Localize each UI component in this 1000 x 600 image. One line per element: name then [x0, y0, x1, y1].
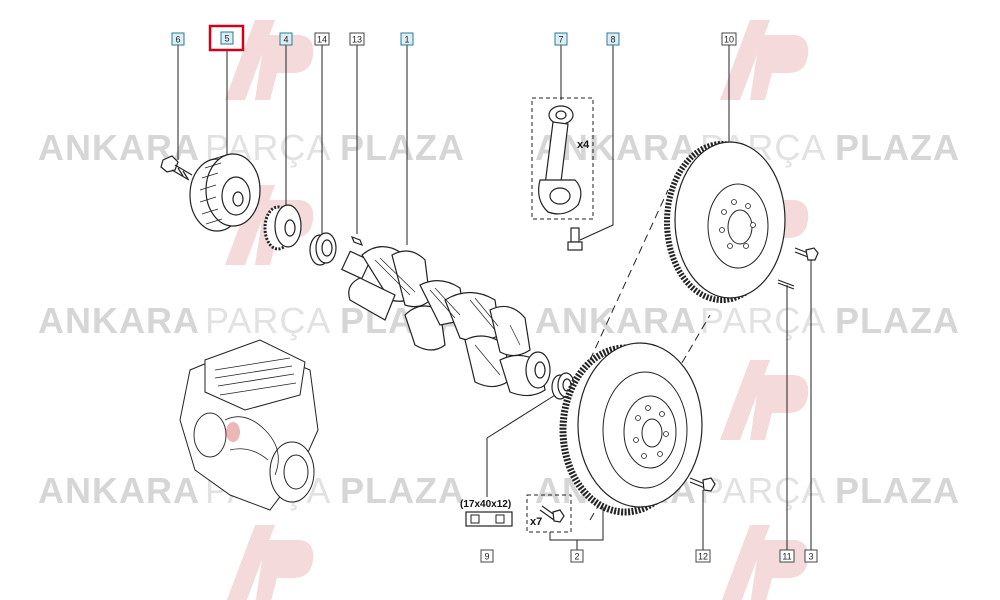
- timing-sprocket-part[interactable]: [263, 204, 302, 251]
- crankshaft-pulley-part[interactable]: [189, 153, 261, 232]
- ref-box-11[interactable]: 11: [779, 549, 795, 563]
- ref-box-2[interactable]: 2: [570, 549, 584, 563]
- ref-label-3: 3: [808, 552, 813, 562]
- ref-label-13: 13: [352, 35, 362, 45]
- ref-box-13[interactable]: 13: [349, 32, 365, 46]
- watermark-word-ankara: ANKARA: [38, 300, 200, 341]
- ref-label-11: 11: [782, 552, 791, 562]
- ref-label-10: 10: [724, 35, 734, 45]
- watermark-word-ankara: ANKARA: [535, 300, 697, 341]
- ref-label-1: 1: [404, 35, 409, 45]
- ref-label-4: 4: [283, 35, 288, 45]
- bolt-kit-icon: [539, 505, 565, 523]
- ref-box-9[interactable]: 9: [480, 549, 494, 563]
- bolts-kit-quantity: x7: [530, 516, 542, 528]
- watermark-logo-icon: [226, 525, 314, 600]
- watermark-logo-icon: [225, 20, 314, 100]
- watermark-word-plaza: PLAZA: [835, 127, 960, 168]
- assembly-dashed-line: [589, 189, 669, 361]
- watermark-logo-icon: [720, 360, 809, 440]
- ref-box-14[interactable]: 14: [314, 32, 330, 46]
- selection-highlight: [208, 24, 245, 52]
- ref-box-8[interactable]: 8: [606, 32, 620, 46]
- flywheel-bolts-kit[interactable]: x7: [526, 494, 572, 533]
- oil-seal-part[interactable]: [309, 232, 337, 266]
- watermark-logo-icon: [720, 20, 809, 100]
- ref-label-14: 14: [317, 35, 327, 45]
- ref-label-8: 8: [610, 35, 615, 45]
- ref-box-4[interactable]: 4: [279, 32, 293, 46]
- watermark-row: ANKARA PARÇA PLAZA ANKARA PARÇA PLAZA: [38, 127, 960, 168]
- ref-box-3[interactable]: 3: [804, 549, 818, 563]
- watermark-logo-icon: [721, 525, 809, 600]
- ref-box-6[interactable]: 6: [171, 32, 185, 46]
- ref-label-12: 12: [698, 552, 708, 562]
- leader-line-9b: [486, 391, 561, 439]
- connecting-rod-part[interactable]: [538, 105, 582, 215]
- ref-box-12[interactable]: 12: [695, 549, 711, 563]
- flywheel-part[interactable]: [664, 141, 786, 303]
- ref-label-2: 2: [574, 552, 579, 562]
- ref-label-7: 7: [558, 35, 563, 45]
- ref-box-7[interactable]: 7: [554, 32, 568, 46]
- woodruff-key-part[interactable]: [350, 235, 364, 247]
- bearing-detail: (17x40x12): [460, 499, 513, 527]
- ref-box-5-selected[interactable]: 5: [208, 24, 245, 52]
- connecting-rod-group[interactable]: x4: [531, 97, 594, 220]
- ref-label-6: 6: [175, 35, 180, 45]
- leader-line-8: [579, 45, 614, 241]
- watermark-word-ankara: ANKARA: [38, 470, 200, 511]
- watermark-word-parca: PARÇA: [700, 470, 826, 511]
- reference-boxes: 6 5 4 14 13 1 7: [171, 24, 818, 563]
- dual-mass-flywheel-bolt-part[interactable]: [689, 477, 716, 492]
- watermark-word-plaza: PLAZA: [340, 470, 465, 511]
- watermark-word-plaza: PLAZA: [835, 300, 960, 341]
- dowel-pin-part[interactable]: [777, 279, 795, 290]
- watermark-word-parca: PARÇA: [205, 300, 331, 341]
- bearing-side-view-inner: [495, 514, 505, 524]
- watermark-word-parca: PARÇA: [700, 300, 826, 341]
- crankshaft-part[interactable]: [341, 246, 551, 397]
- watermark-word-plaza: PLAZA: [835, 470, 960, 511]
- ref-box-1[interactable]: 1: [400, 32, 414, 46]
- connecting-rod-quantity: x4: [577, 139, 590, 151]
- highlighted-pulley-marker: [226, 422, 240, 442]
- pilot-bearing-part[interactable]: [551, 372, 575, 400]
- bolts-kit-dashed-box: [526, 494, 572, 533]
- pulley-bolt-part[interactable]: [160, 155, 193, 181]
- bearing-size-label: (17x40x12): [460, 499, 511, 510]
- ref-label-5: 5: [224, 34, 229, 44]
- connecting-rod-dashed-box: [531, 97, 594, 220]
- watermark-word-plaza: PLAZA: [340, 127, 465, 168]
- engine-thumbnail: [179, 339, 319, 511]
- dual-mass-flywheel-part[interactable]: [559, 342, 703, 516]
- bearing-side-view-inner: [470, 514, 480, 524]
- ref-label-9: 9: [484, 552, 489, 562]
- flywheel-bolt-part[interactable]: [794, 247, 819, 261]
- ref-box-10[interactable]: 10: [721, 32, 737, 46]
- conrod-bolt-part[interactable]: [567, 227, 583, 251]
